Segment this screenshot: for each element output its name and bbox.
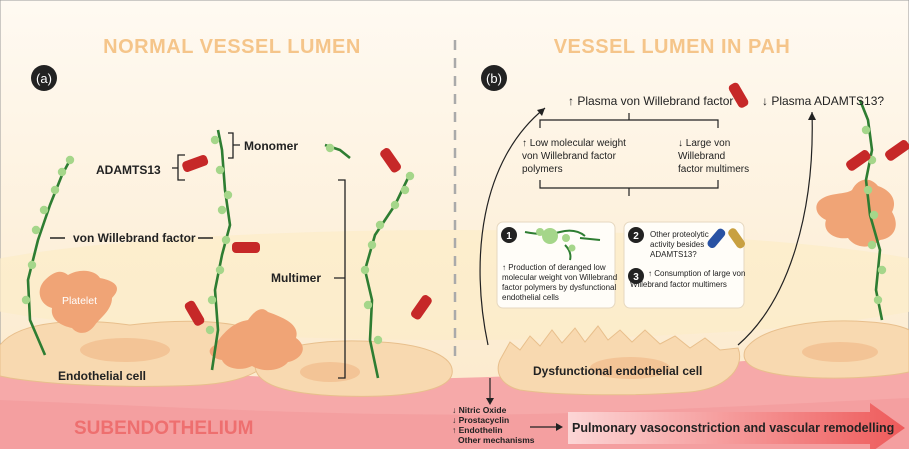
box-1-line-4: endothelial cells <box>502 293 559 302</box>
vwf-bead <box>361 266 369 274</box>
effect-1: ↓ Nitric Oxide <box>452 405 507 415</box>
box-1-number: 1 <box>506 231 512 242</box>
nucleus-4 <box>802 342 878 362</box>
label-plasma-vwf: ↑ Plasma von Willebrand factor <box>568 94 733 108</box>
vwf-bead <box>211 136 219 144</box>
box-1-line-2: molecular weight von Willebrand <box>502 273 617 282</box>
label-vwf: von Willebrand factor <box>73 231 196 245</box>
vwf-bead <box>326 144 334 152</box>
vwf-bead <box>22 296 30 304</box>
box-2-line-1: Other proteolytic <box>650 230 709 239</box>
large-vwf-line-1: ↓ Large von <box>678 138 730 149</box>
panel-a-title: NORMAL VESSEL LUMEN <box>103 36 361 58</box>
panel-b-title: VESSEL LUMEN IN PAH <box>554 36 791 58</box>
label-platelet: Platelet <box>62 295 97 307</box>
nucleus-1 <box>80 338 170 362</box>
vwf-bead <box>864 186 872 194</box>
vwf-bead <box>862 126 870 134</box>
vwf-bead <box>66 156 74 164</box>
badge-b-label: (b) <box>486 71 502 86</box>
vwf-bead <box>28 261 36 269</box>
low-mw-line-1: ↑ Low molecular weight <box>522 138 626 149</box>
label-plasma-adamts13: ↓ Plasma ADAMTS13? <box>762 94 884 108</box>
vwf-bead <box>222 236 230 244</box>
box-1-line-1: ↑ Production of deranged low <box>502 263 606 272</box>
box-2-number: 2 <box>633 231 639 242</box>
label-endothelial-cell: Endothelial cell <box>58 369 146 383</box>
vwf-bead <box>216 166 224 174</box>
vwf-bead <box>224 191 232 199</box>
vwf-bead <box>51 186 59 194</box>
badge-a-label: (a) <box>36 71 52 86</box>
box-1-line-3: factor polymers by dysfunctional <box>502 283 616 292</box>
vwf-bead <box>40 206 48 214</box>
box-3-line-2: Willebrand factor multimers <box>630 280 727 289</box>
label-adamts13: ADAMTS13 <box>96 163 161 177</box>
label-outcome: Pulmonary vasoconstriction and vascular … <box>572 421 894 435</box>
box-3-line-1: ↑ Consumption of large von <box>648 269 745 278</box>
vwf-bead <box>401 186 409 194</box>
vwf-bead <box>878 266 886 274</box>
label-dysfunctional-cell: Dysfunctional endothelial cell <box>533 364 702 378</box>
vwf-bead <box>874 296 882 304</box>
vwf-bead <box>208 296 216 304</box>
box-2-line-2: activity besides <box>650 240 704 249</box>
label-multimer: Multimer <box>271 271 321 285</box>
large-vwf-line-3: factor multimers <box>678 164 749 175</box>
vwf-bead <box>391 201 399 209</box>
vwf-bead <box>368 241 376 249</box>
low-mw-line-3: polymers <box>522 164 563 175</box>
vwf-bead <box>58 168 66 176</box>
vwf-bead <box>868 241 876 249</box>
vwf-bead <box>364 301 372 309</box>
label-monomer: Monomer <box>244 139 298 153</box>
vwf-bead <box>218 206 226 214</box>
vwf-bead <box>406 172 414 180</box>
label-subendothelium: SUBENDOTHELIUM <box>74 418 253 439</box>
effect-2: ↓ Prostacyclin <box>452 415 509 425</box>
vwf-bead <box>870 211 878 219</box>
effect-3: ↑ Endothelin <box>452 425 503 435</box>
low-mw-line-2: von Willebrand factor <box>522 151 617 162</box>
effect-4: Other mechanisms <box>458 435 535 445</box>
vwf-bead <box>216 266 224 274</box>
large-vwf-line-2: Willebrand <box>678 151 725 162</box>
vwf-bead <box>32 226 40 234</box>
nucleus-2 <box>300 362 360 382</box>
vwf-bead <box>376 221 384 229</box>
vwf-bead <box>206 326 214 334</box>
badge-a: (a) <box>31 65 57 91</box>
badge-b: (b) <box>481 65 507 91</box>
box-2-line-3: ADAMTS13? <box>650 250 697 259</box>
adamts13-2 <box>232 242 260 253</box>
vwf-bead <box>374 336 382 344</box>
